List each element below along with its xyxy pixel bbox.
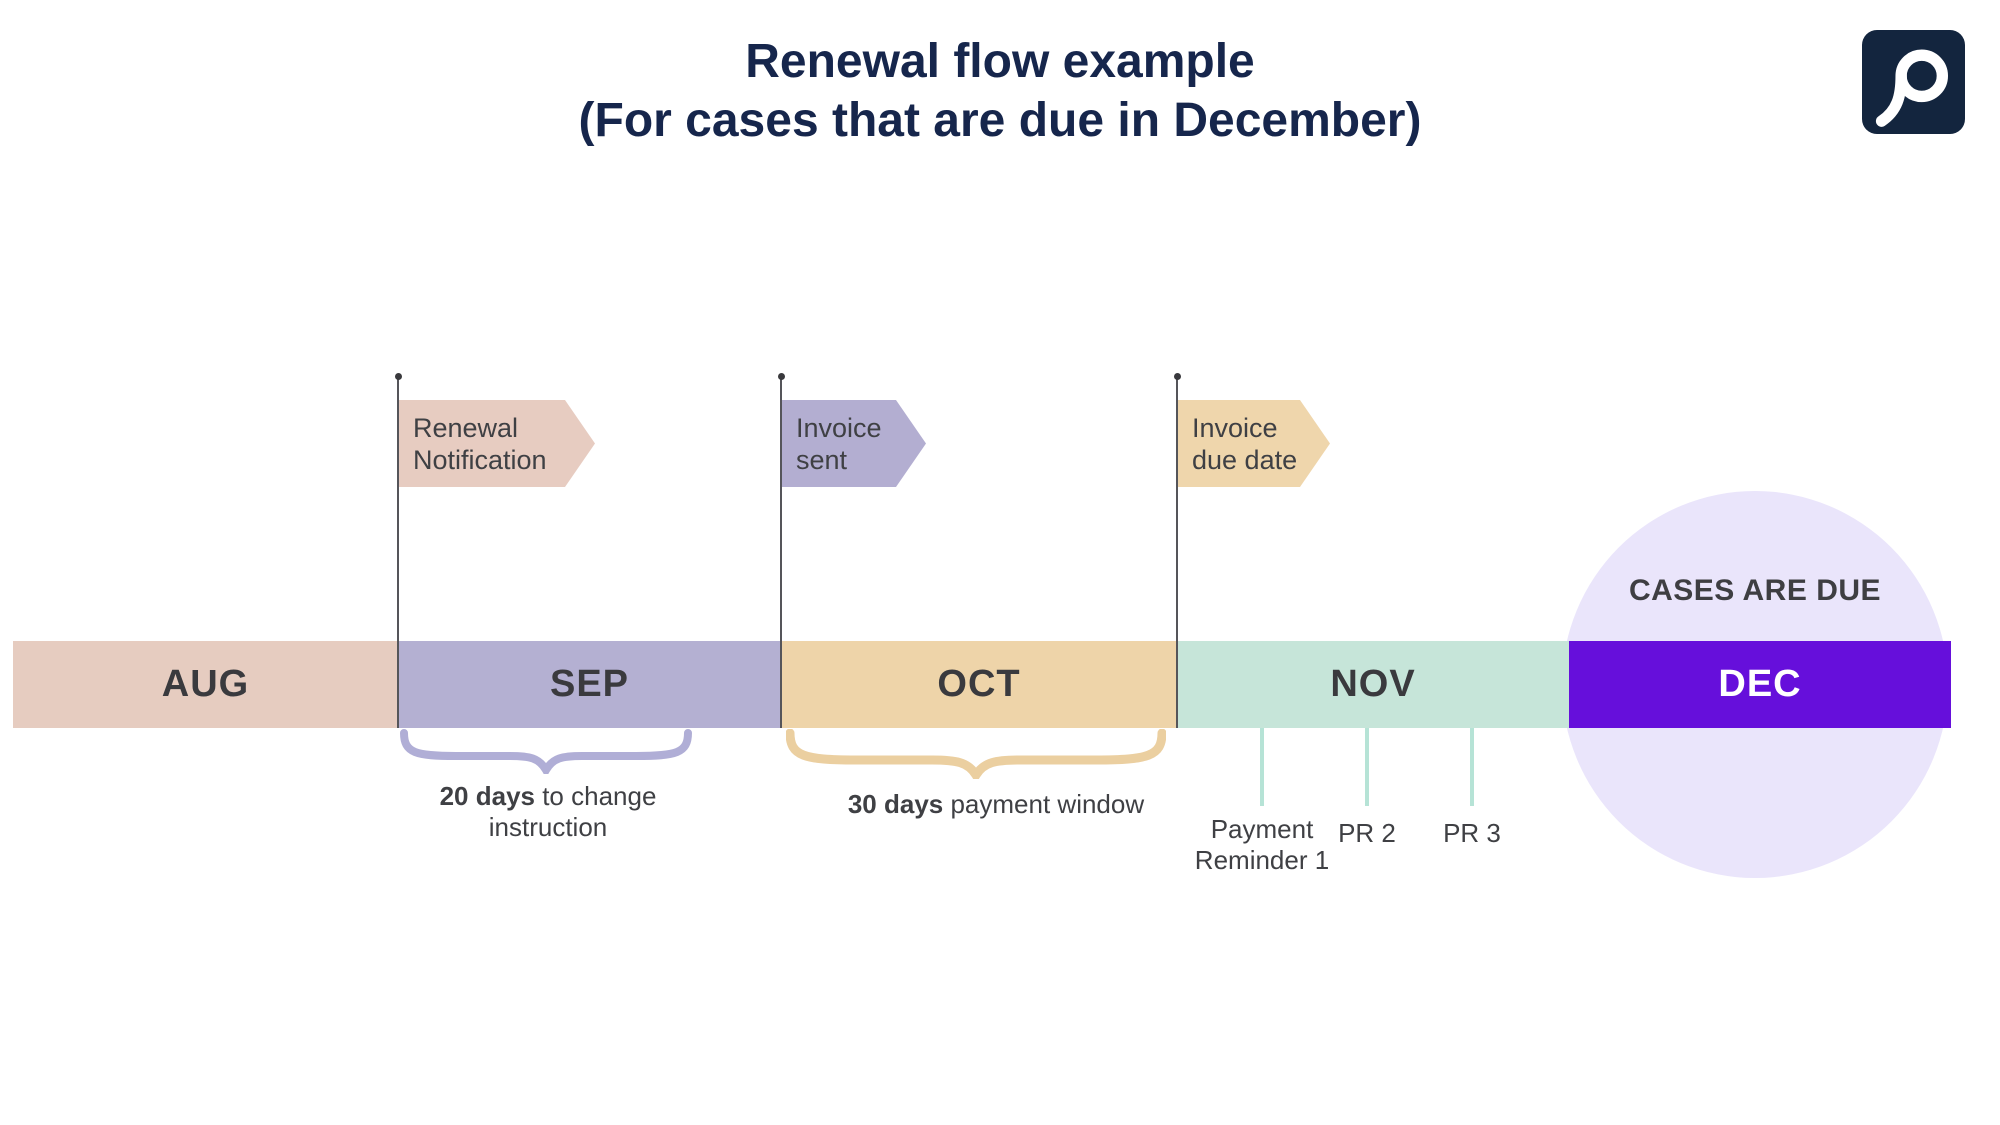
flag-text-line: Invoice	[1192, 412, 1278, 443]
flag-text-line: Notification	[413, 444, 547, 475]
brace-20-days	[400, 729, 692, 774]
title-line-2: (For cases that are due in December)	[578, 94, 1422, 147]
cases-due-label: CASES ARE DUE	[1628, 574, 1882, 607]
caption-30-days: 30 days payment window	[816, 789, 1176, 820]
month-label-aug: AUG	[161, 663, 250, 705]
month-segment-dec: DEC	[1569, 641, 1951, 728]
month-segment-oct: OCT	[781, 641, 1177, 728]
flag-invoice-sent: Invoice sent	[782, 400, 926, 487]
page-title: Renewal flow example (For cases that are…	[0, 32, 2000, 150]
caption-line: instruction	[488, 812, 608, 842]
month-label-nov: NOV	[1330, 663, 1416, 705]
reminder-tick-1	[1260, 728, 1264, 806]
milestone-line-renewal	[397, 376, 399, 728]
reminder-tick-2	[1365, 728, 1369, 806]
caption-rest: payment window	[943, 789, 1145, 819]
milestone-line-invoice-sent	[780, 376, 782, 728]
reminder-label-1: Payment Reminder 1	[1170, 814, 1354, 876]
title-line-1: Renewal flow example	[745, 35, 1255, 88]
reminder-line: PR 2	[1338, 818, 1396, 848]
flag-text-line: sent	[796, 444, 848, 475]
month-label-oct: OCT	[937, 663, 1021, 705]
month-segment-sep: SEP	[398, 641, 781, 728]
reminder-label-2: PR 2	[1319, 818, 1415, 849]
caption-rest: to change	[534, 781, 657, 811]
milestone-line-invoice-due	[1176, 376, 1178, 728]
milestone-dot-renewal	[395, 373, 402, 380]
reminder-label-3: PR 3	[1424, 818, 1520, 849]
reminder-line: Reminder 1	[1194, 845, 1330, 875]
month-segment-nov: NOV	[1177, 641, 1569, 728]
flag-text-line: Renewal	[413, 412, 519, 443]
reminder-line: Payment	[1210, 814, 1314, 844]
milestone-dot-invoice-due	[1174, 373, 1181, 380]
month-label-sep: SEP	[549, 663, 630, 705]
p-letter-icon	[1875, 49, 1949, 127]
flag-text-line: Invoice	[796, 412, 882, 443]
month-label-dec: DEC	[1718, 663, 1802, 705]
brand-logo	[1862, 30, 1965, 134]
milestone-dot-invoice-sent	[778, 373, 785, 380]
brace-30-days	[786, 729, 1166, 779]
caption-20-days: 20 days to change instruction	[398, 781, 698, 843]
caption-line: 30 days payment window	[816, 789, 1176, 820]
flag-renewal-notification: Renewal Notification	[399, 400, 595, 487]
flag-invoice-due-date: Invoice due date	[1178, 400, 1330, 487]
caption-bold: 20 days	[439, 781, 535, 811]
reminder-line: PR 3	[1443, 818, 1501, 848]
caption-bold: 30 days	[847, 789, 944, 819]
caption-line: 20 days to change	[398, 781, 698, 812]
flag-text-line: due date	[1192, 444, 1298, 475]
reminder-tick-3	[1470, 728, 1474, 806]
month-segment-aug: AUG	[13, 641, 398, 728]
